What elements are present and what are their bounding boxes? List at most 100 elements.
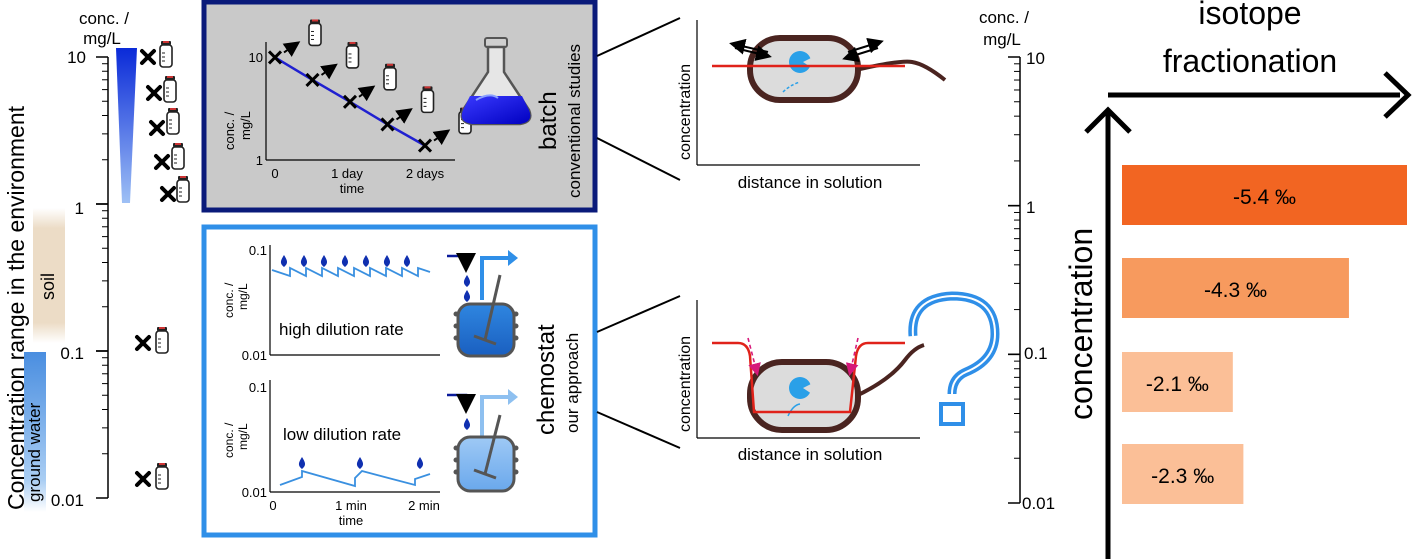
cell-bottom-ylabel: concentration xyxy=(677,336,694,432)
vial-icon xyxy=(176,175,190,203)
connector-lines xyxy=(596,17,681,449)
bar-value-label: -5.4 ‰ xyxy=(1233,186,1296,209)
env-unit-label-2: mg/L xyxy=(83,29,121,48)
vial-icon xyxy=(383,63,397,91)
batch-label: batch xyxy=(535,91,562,150)
x-mark xyxy=(140,49,156,65)
batch-xtick-2: 2 days xyxy=(406,166,445,181)
chemo-xtick-1: 1 min xyxy=(335,498,367,513)
right-tick-1: 1 xyxy=(1026,198,1035,217)
fractionation-bar: -2.1 ‰ xyxy=(1122,352,1233,412)
reactor-high-icon xyxy=(447,250,519,358)
env-axis-ticks xyxy=(96,56,108,499)
right-axis: conc. / mg/L 10 1 0.1 0.01 xyxy=(979,8,1055,513)
batch-ylabel-1: conc. / xyxy=(222,111,237,150)
chemo-top-ylabel-1: conc. / xyxy=(222,282,236,318)
sampling-arrow xyxy=(320,63,338,80)
bar-value-label: -4.3 ‰ xyxy=(1204,279,1267,302)
batch-chart xyxy=(267,18,472,153)
x-mark xyxy=(135,335,151,351)
concentration-y-arrowhead xyxy=(1084,106,1132,134)
cell-top-ylabel: concentration xyxy=(677,64,694,160)
high-dilution-sawtooth xyxy=(271,266,431,278)
flask-icon xyxy=(460,37,532,126)
fractionation-bar: -2.3 ‰ xyxy=(1122,444,1244,504)
batch-ytick-10: 10 xyxy=(249,50,263,65)
chemostat-frame xyxy=(201,224,598,538)
bar-value-label: -2.1 ‰ xyxy=(1146,373,1209,396)
cell-bottom-xlabel: distance in solution xyxy=(738,445,883,464)
cell-diagram-bottom: concentration distance in solution xyxy=(677,300,925,464)
fractionation-bar: -5.4 ‰ xyxy=(1122,165,1407,225)
vial-icon xyxy=(166,107,180,135)
bar-rect xyxy=(1122,352,1233,412)
batch-xlabel: time xyxy=(340,181,365,196)
ground-water-label: ground water xyxy=(25,402,44,502)
env-tick-1: 1 xyxy=(75,199,84,218)
right-tick-0.1: 0.1 xyxy=(1024,344,1048,363)
batch-data-point xyxy=(380,117,395,132)
batch-xtick-0: 0 xyxy=(271,166,278,181)
bar-rect xyxy=(1122,444,1244,504)
high-dilution-label: high dilution rate xyxy=(279,320,404,339)
right-unit-label-1: conc. / xyxy=(979,8,1029,27)
sampling-arrow xyxy=(432,129,451,146)
right-unit-label-2: mg/L xyxy=(983,30,1021,49)
x-mark xyxy=(149,120,165,136)
batch-frame xyxy=(201,0,598,213)
batch-xtick-1: 1 day xyxy=(331,166,363,181)
batch-data-point xyxy=(342,94,358,109)
x-mark xyxy=(154,154,170,170)
right-axis-ticks xyxy=(1008,56,1020,504)
sampling-arrow xyxy=(357,85,376,102)
vial-icon xyxy=(155,462,169,490)
fractionation-bar: -4.3 ‰ xyxy=(1122,258,1349,318)
env-tick-10: 10 xyxy=(67,48,86,67)
chemo-xlabel: time xyxy=(339,513,364,528)
right-tick-10: 10 xyxy=(1026,49,1045,68)
batch-data-point xyxy=(267,50,283,65)
question-mark-icon xyxy=(908,291,1000,426)
fractionation-x-arrowhead xyxy=(1383,71,1412,119)
env-tick-0.01: 0.01 xyxy=(51,491,84,510)
soil-range-bar xyxy=(33,208,65,343)
env-unit-label-1: conc. / xyxy=(79,9,129,28)
sampling-arrow xyxy=(395,108,413,124)
chemo-bottom-ylabel-1: conc. / xyxy=(222,422,236,458)
vial-icon xyxy=(163,75,177,103)
low-dilution-sawtooth xyxy=(279,469,431,488)
batch-data-point xyxy=(417,138,433,153)
chemostat-sublabel: our approach xyxy=(563,333,582,433)
cell-diagram-top: concentration distance in solution xyxy=(677,20,947,192)
chemostat-panel: conc. / mg/L 0.1 0.01 high dilution rate… xyxy=(201,224,598,538)
chemo-bottom-ytick-0.01: 0.01 xyxy=(242,485,267,500)
vial-icon xyxy=(308,18,322,47)
vial-icon xyxy=(159,40,173,68)
chemo-bottom-ytick-0.1: 0.1 xyxy=(249,380,267,395)
sampling-arrow xyxy=(282,41,301,57)
env-tick-0.1: 0.1 xyxy=(60,344,84,363)
bar-rect xyxy=(1122,165,1407,225)
ground-water-range-bar xyxy=(24,352,46,512)
batch-ytick-1: 1 xyxy=(256,153,263,168)
vial-icon xyxy=(345,41,360,69)
right-tick-0.01: 0.01 xyxy=(1022,494,1055,513)
x-mark xyxy=(135,471,151,487)
fractionation-title-1: isotope xyxy=(1198,0,1301,31)
sample-markers xyxy=(135,40,190,490)
batch-data-point xyxy=(305,72,320,88)
chemo-top-ylabel-2: mg/L xyxy=(236,283,250,310)
chemo-top-ytick-0.1: 0.1 xyxy=(249,243,267,258)
x-mark xyxy=(160,186,176,202)
chemo-top-ytick-0.01: 0.01 xyxy=(242,348,267,363)
vial-icon xyxy=(171,142,185,170)
concentration-gradient-wedge xyxy=(116,48,137,203)
x-mark xyxy=(146,85,162,101)
chemo-xtick-0: 0 xyxy=(269,498,276,513)
reactor-low-icon xyxy=(447,389,519,493)
chemostat-label: chemostat xyxy=(533,324,560,435)
fractionation-bars: -5.4 ‰ -4.3 ‰ -2.1 ‰ -2.3 ‰ xyxy=(1122,165,1407,504)
batch-sublabel: conventional studies xyxy=(565,44,584,198)
bar-value-label: -2.3 ‰ xyxy=(1151,465,1214,488)
